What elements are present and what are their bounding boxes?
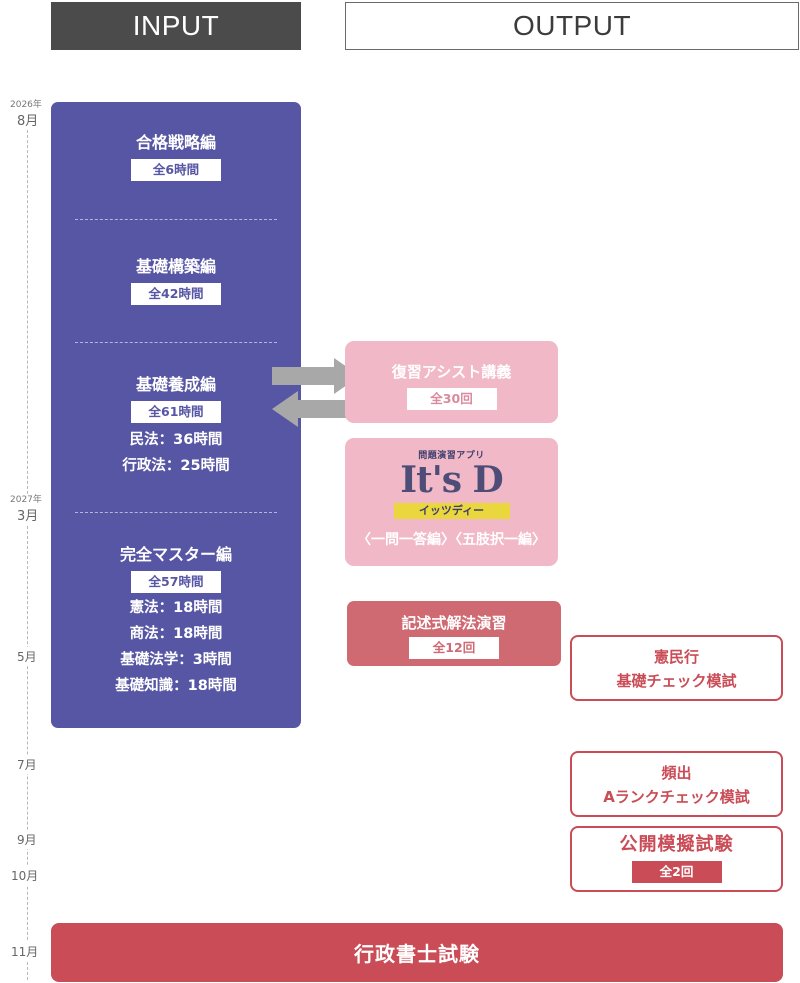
app-logo-sub: イッツディー [393,503,510,519]
descriptive-practice-box: 記述式解法演習 全12回 [347,601,561,666]
section-foundation-train: 基礎養成編 全61時間 民法：36時間 行政法：25時間 [51,375,301,479]
frequent-mock-box: 頻出 Aランクチェック模試 [570,751,783,817]
input-column: 合格戦略編 全6時間 基礎構築編 全42時間 基礎養成編 全61時間 民法：36… [51,102,301,728]
detail-admin: 行政法：25時間 [122,458,230,474]
frequent-mock-line1: 頻出 [661,764,692,782]
section-foundation-train-badge: 全61時間 [131,401,221,423]
timeline-month-aug: 8月 [17,114,39,129]
app-logo-small: 問題演習アプリ [418,451,485,461]
timeline-month-mar: 3月 [17,509,39,524]
kenminko-mock-line1: 憲民行 [653,648,699,666]
timeline-month-may: 5月 [17,647,37,666]
kenminko-mock-box: 憲民行 基礎チェック模試 [570,635,783,701]
final-exam-bar: 行政書士試験 [51,923,783,982]
public-mock-box: 公開模擬試験 全2回 [570,826,783,892]
section-strategy-title: 合格戦略編 [135,133,216,152]
output-header: OUTPUT [345,2,799,50]
timeline-label-aug: 2026年 8月 [10,99,42,130]
frequent-mock-line2: Aランクチェック模試 [603,788,750,806]
descriptive-practice-title: 記述式解法演習 [401,614,507,632]
descriptive-practice-badge: 全12回 [409,637,499,659]
timeline-month-jul: 7月 [17,755,37,774]
divider [75,512,277,513]
section-master-title: 完全マスター編 [119,545,232,564]
section-foundation-build: 基礎構築編 全42時間 [51,257,301,305]
timeline-line [27,110,28,980]
section-master: 完全マスター編 全57時間 憲法：18時間 商法：18時間 基礎法学：3時間 基… [51,545,301,699]
timeline-year-2027: 2027年 [10,495,42,505]
app-logo-text: It's D [400,459,504,501]
section-foundation-train-title: 基礎養成編 [135,375,216,394]
detail-constitution: 憲法：18時間 [129,600,223,616]
detail-commercial: 商法：18時間 [129,626,223,642]
kenminko-mock-line2: 基礎チェック模試 [616,672,737,690]
two-way-arrow-icon [272,358,360,427]
timeline-month-oct: 10月 [11,866,39,885]
timeline-label-mar: 2027年 3月 [10,494,42,525]
section-strategy-badge: 全6時間 [131,159,221,181]
timeline-year-2026: 2026年 [10,100,42,110]
public-mock-title: 公開模擬試験 [619,834,734,855]
right-arrow-icon [272,358,360,394]
divider [75,219,277,220]
section-foundation-build-title: 基礎構築編 [135,257,216,276]
input-header: INPUT [51,2,301,50]
section-foundation-build-badge: 全42時間 [131,283,221,305]
detail-civil: 民法：36時間 [129,432,223,448]
public-mock-badge: 全2回 [631,861,722,883]
detail-basic-law: 基礎法学：3時間 [120,652,232,668]
review-assist-badge: 全30回 [406,388,497,410]
review-assist-title: 復習アシスト講義 [391,363,512,381]
divider [75,342,277,343]
section-master-badge: 全57時間 [131,571,221,593]
app-caption: 〈一問一答編〉〈五肢択一編〉 [357,532,546,548]
left-arrow-icon [272,391,360,427]
timeline-month-sep: 9月 [17,830,37,849]
section-strategy: 合格戦略編 全6時間 [51,133,301,181]
review-assist-box: 復習アシスト講義 全30回 [345,341,558,423]
app-box: 問題演習アプリ It's D イッツディー 〈一問一答編〉〈五肢択一編〉 [345,438,558,566]
timeline-month-nov: 11月 [11,942,39,961]
detail-general-knowledge: 基礎知識：18時間 [115,678,237,694]
app-logo: 問題演習アプリ It's D イッツディー [345,448,558,519]
